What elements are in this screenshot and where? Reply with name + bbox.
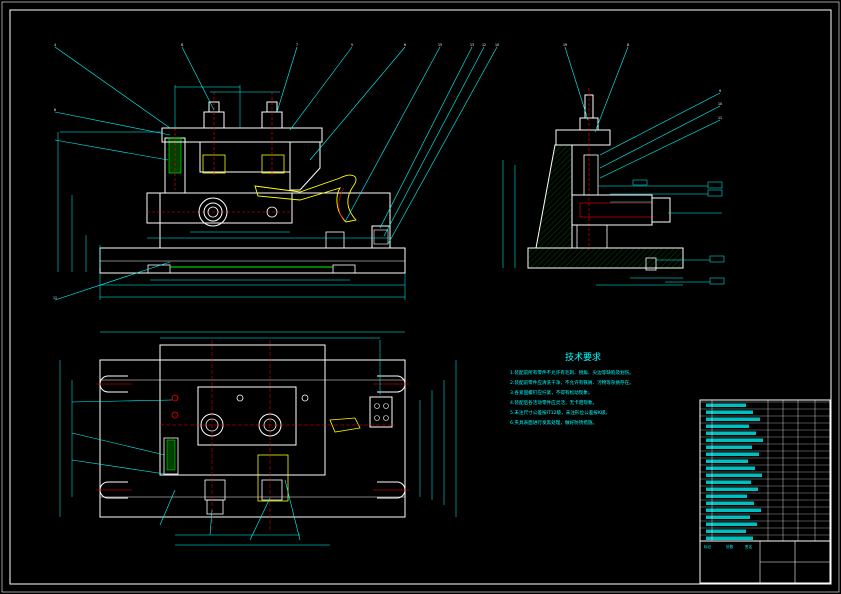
balloon-label-front: 6 xyxy=(404,43,406,47)
parts-list-text-block xyxy=(706,438,763,442)
balloon-label-side: 10 xyxy=(718,102,722,106)
tb-label-count: 处数 xyxy=(726,544,734,549)
balloon-label-side: 9 xyxy=(719,89,721,93)
parts-list-text-block xyxy=(706,452,759,456)
parts-list-text-block xyxy=(706,424,749,428)
tech-req-line: 6.夹具表面进行发黑处理，做好防锈措施。 xyxy=(510,419,597,426)
locator-circle xyxy=(198,197,228,227)
parts-list-text-block xyxy=(706,473,762,477)
tb-label-mark: 标记 xyxy=(704,544,712,549)
parts-list-text-block xyxy=(706,417,760,421)
parts-list-text-block xyxy=(706,410,753,414)
balloon-label-front: 15 xyxy=(438,43,442,47)
parts-list-text-block xyxy=(706,515,750,519)
top-view xyxy=(59,331,457,546)
side-view xyxy=(502,46,725,286)
balloon-label-front: 13 xyxy=(470,43,474,47)
balloon-label-front: 8 xyxy=(181,43,183,47)
parts-list-text-block xyxy=(706,487,758,491)
base-plate xyxy=(99,247,406,274)
balloon-label-front: 8 xyxy=(54,108,56,112)
balloon-label-front: 5 xyxy=(351,43,353,47)
balloon-label-front: 7 xyxy=(296,43,298,47)
balloon-label-front: 4 xyxy=(54,43,56,47)
balloon-label-side: 11 xyxy=(718,116,722,120)
hook-workpiece xyxy=(254,174,357,223)
tech-req-line: 2.装配前零件应清洗干净，不允许有铁屑、污物等杂质存在。 xyxy=(510,379,634,386)
front-view xyxy=(54,46,498,301)
parts-list-text-block xyxy=(706,529,746,533)
balloon-label-front: 10 xyxy=(495,43,499,47)
parts-list-text-block xyxy=(706,522,757,526)
parts-list-text-block xyxy=(706,445,752,449)
balloon-label-front: 12 xyxy=(482,43,486,47)
balloon-label-front: 11 xyxy=(53,296,57,300)
tech-req-line: 1.装配前所有零件不允许有毛刺、锐角、尖边等缺陷及划伤。 xyxy=(510,369,634,376)
technical-requirements: 技术要求 1.装配前所有零件不允许有毛刺、锐角、尖边等缺陷及划伤。 2.装配前零… xyxy=(510,351,634,426)
inner-frame xyxy=(9,9,832,585)
parts-list-text-block xyxy=(706,508,761,512)
balloon-layer: 4 8 8 7 5 6 15 13 12 10 11 19 8 9 10 11 xyxy=(53,43,722,300)
balloon-label-side: 8 xyxy=(627,43,629,47)
clamp-bar xyxy=(161,127,323,143)
parts-list-text-block xyxy=(706,466,755,470)
parts-list-text-block xyxy=(706,536,753,540)
parts-list-text-block xyxy=(706,501,754,505)
tech-req-line: 5.未注尺寸公差按IT12级，未注形位公差按K级。 xyxy=(510,409,610,416)
balloon-label-side: 19 xyxy=(563,43,567,47)
tech-req-line: 4.装配后各活动零件应灵活，无卡阻现象。 xyxy=(510,399,597,406)
parts-list-text-block xyxy=(706,431,756,435)
parts-list-text-block xyxy=(706,459,748,463)
parts-list-text-block xyxy=(706,494,747,498)
tech-req-line: 3.各紧固螺钉应拧紧，不得有松动现象。 xyxy=(510,389,592,396)
top-base-plate xyxy=(99,359,406,518)
tech-req-title: 技术要求 xyxy=(565,351,601,363)
parts-list-text-block xyxy=(706,403,746,407)
tb-label-sign: 签名 xyxy=(745,544,753,549)
title-block: 标记 处数 签名 xyxy=(699,399,831,584)
parts-list-text-block xyxy=(706,480,751,484)
